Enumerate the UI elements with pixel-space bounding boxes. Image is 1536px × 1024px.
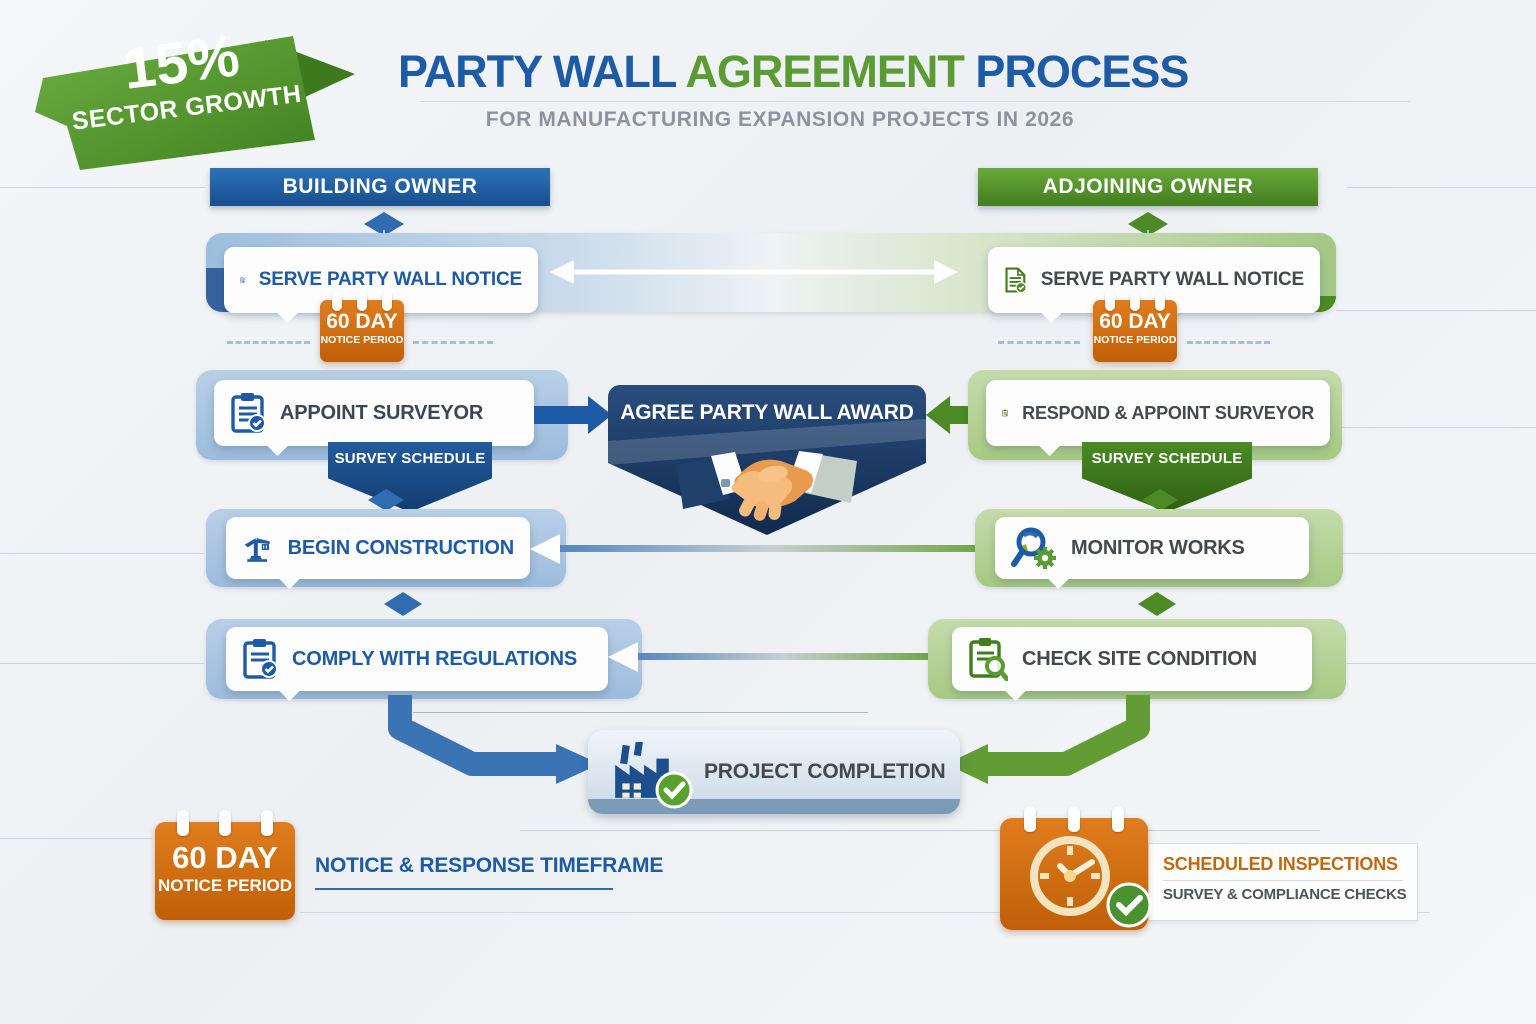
growth-ribbon-icon bbox=[35, 36, 355, 170]
step-appoint-surveyor: APPOINT SURVEYOR bbox=[214, 380, 534, 446]
divider-line bbox=[0, 838, 152, 839]
notice-period-badge: 60 DAY NOTICE PERIOD bbox=[1093, 291, 1177, 362]
legend-timeframe-label: NOTICE & RESPONSE TIMEFRAME bbox=[315, 854, 664, 877]
divider-line bbox=[0, 187, 206, 188]
diamond-connector bbox=[1138, 592, 1176, 616]
notice-period-badge: 60 DAY NOTICE PERIOD bbox=[320, 291, 404, 362]
crane-icon bbox=[244, 538, 270, 562]
legend-inspections-title: SCHEDULED INSPECTIONS bbox=[1163, 854, 1398, 874]
step-label: RESPOND & APPOINT SURVEYOR bbox=[1022, 402, 1314, 423]
step-label: BEGIN CONSTRUCTION bbox=[287, 536, 515, 559]
legend-inspections-subtitle: SURVEY & COMPLIANCE CHECKS bbox=[1163, 886, 1407, 903]
clipboard-magnifier-icon bbox=[969, 638, 1008, 681]
legend-notice-calendar: 60 DAY NOTICE PERIOD bbox=[155, 810, 295, 920]
growth-badge: 15% SECTOR GROWTH bbox=[25, 12, 355, 172]
row4-connector bbox=[608, 642, 958, 672]
document-check-icon bbox=[1005, 267, 1027, 294]
flow-arrow-blue bbox=[534, 406, 590, 424]
divider-line bbox=[413, 712, 868, 713]
project-completion-box: PROJECT COMPLETION bbox=[588, 730, 960, 814]
dashed-line bbox=[227, 341, 310, 344]
divider-line bbox=[300, 912, 1430, 913]
award-label: AGREE PARTY WALL AWARD bbox=[620, 401, 914, 424]
step-monitor-works: MONITOR WORKS bbox=[995, 517, 1309, 579]
step-label: MONITOR WORKS bbox=[1071, 536, 1245, 559]
dashed-line bbox=[998, 341, 1080, 344]
double-arrow-icon bbox=[550, 260, 958, 284]
clipboard-check-icon bbox=[231, 393, 266, 433]
divider-line bbox=[1347, 663, 1536, 664]
check-icon bbox=[655, 771, 693, 809]
title-part3: PROCESS bbox=[963, 46, 1189, 97]
diamond-connector bbox=[368, 489, 404, 511]
elbow-connector-green bbox=[946, 695, 1150, 784]
title-part2: AGREEMENT bbox=[685, 46, 965, 97]
step-comply-regulations: COMPLY WITH REGULATIONS bbox=[226, 627, 608, 691]
divider-line bbox=[0, 663, 204, 664]
divider-line bbox=[420, 101, 1410, 102]
step-begin-construction: BEGIN CONSTRUCTION bbox=[226, 517, 530, 579]
check-icon bbox=[1106, 882, 1152, 928]
divider-line bbox=[1342, 553, 1536, 554]
factory-icon bbox=[615, 742, 669, 798]
divider-line bbox=[1347, 187, 1536, 188]
step-label: SERVE PARTY WALL NOTICE bbox=[1040, 269, 1304, 290]
dashed-line bbox=[1187, 341, 1270, 344]
row3-connector bbox=[530, 534, 1010, 564]
step-label: APPOINT SURVEYOR bbox=[280, 401, 484, 424]
divider-line bbox=[1336, 310, 1536, 311]
column-header-adjoining-owner: ADJOINING OWNER bbox=[978, 168, 1318, 206]
page-title: PARTY WALL AGREEMENT PROCESS bbox=[398, 46, 1189, 98]
step-label: CHECK SITE CONDITION bbox=[1022, 647, 1257, 670]
clock-icon bbox=[1030, 836, 1110, 916]
dashed-line bbox=[413, 341, 493, 344]
clipboard-check-icon bbox=[243, 639, 278, 679]
diamond-connector bbox=[1142, 489, 1178, 511]
step-label: SERVE PARTY WALL NOTICE bbox=[258, 269, 522, 290]
page-subtitle: FOR MANUFACTURING EXPANSION PROJECTS IN … bbox=[485, 108, 1075, 131]
legend-badge-caption: NOTICE PERIOD bbox=[157, 876, 293, 895]
diamond-connector bbox=[384, 592, 422, 616]
badge-caption: NOTICE PERIOD bbox=[320, 334, 404, 346]
title-part1: PARTY WALL bbox=[398, 46, 686, 97]
survey-schedule-ribbon: SURVEY SCHEDULE bbox=[328, 442, 492, 512]
badge-days: 60 DAY bbox=[1099, 310, 1171, 333]
clipboard-check-icon bbox=[1002, 409, 1009, 417]
step-check-site-condition: CHECK SITE CONDITION bbox=[952, 627, 1312, 691]
legend-inspections-calendar bbox=[1000, 806, 1152, 930]
step-serve-notice-right: SERVE PARTY WALL NOTICE bbox=[988, 247, 1320, 313]
document-check-icon bbox=[240, 277, 245, 283]
divider-line bbox=[0, 553, 204, 554]
badge-caption: NOTICE PERIOD bbox=[1093, 334, 1177, 346]
step-label: COMPLY WITH REGULATIONS bbox=[292, 647, 578, 670]
flow-arrowhead-green bbox=[926, 396, 950, 434]
completion-label: PROJECT COMPLETION bbox=[704, 760, 946, 783]
legend-inspections-box: SCHEDULED INSPECTIONS SURVEY & COMPLIANC… bbox=[1148, 843, 1418, 921]
badge-days: 60 DAY bbox=[326, 310, 398, 333]
magnifier-gear-icon bbox=[1011, 527, 1056, 569]
divider-line bbox=[1340, 427, 1536, 428]
legend-underline bbox=[315, 888, 613, 890]
legend-badge-days: 60 DAY bbox=[172, 840, 278, 875]
step-respond-appoint-surveyor: RESPOND & APPOINT SURVEYOR bbox=[986, 380, 1330, 446]
divider-line bbox=[520, 830, 1320, 831]
award-shield: AGREE PARTY WALL AWARD bbox=[608, 385, 926, 535]
column-header-building-owner: BUILDING OWNER bbox=[210, 168, 550, 206]
handshake-icon bbox=[677, 451, 857, 521]
elbow-connector-blue bbox=[388, 695, 600, 784]
